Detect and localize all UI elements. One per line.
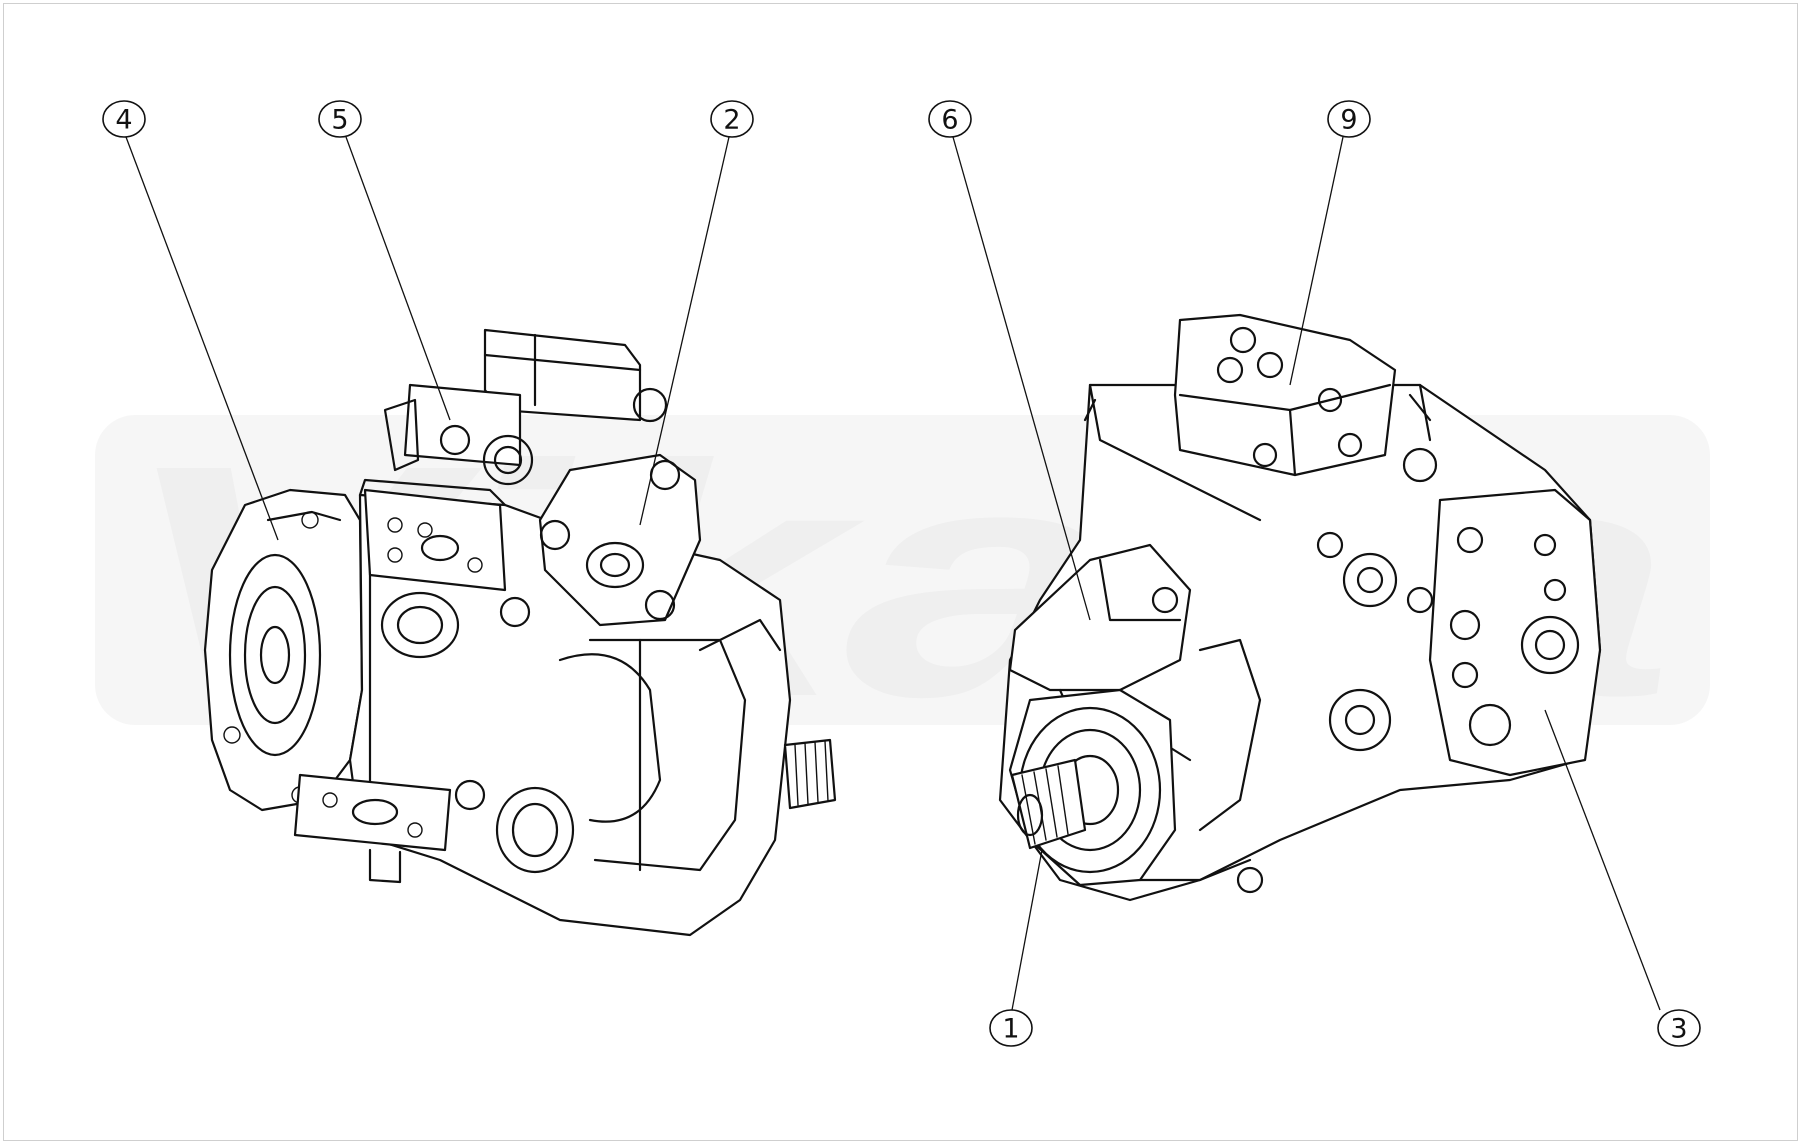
side-cover-plate <box>1428 488 1602 777</box>
leader-lines <box>125 136 1661 1011</box>
control-valve-block <box>483 328 642 422</box>
callout-4: 4 <box>102 100 146 138</box>
svg-text:9: 9 <box>1340 105 1357 136</box>
svg-text:2: 2 <box>723 105 740 136</box>
leader-4 <box>125 136 279 541</box>
drawing-frame <box>3 3 1798 1141</box>
gear-housing <box>1008 543 1192 692</box>
mounting-flange <box>203 488 364 812</box>
svg-text:4: 4 <box>115 105 132 136</box>
callout-3: 3 <box>1657 1009 1701 1047</box>
callout-6: 6 <box>928 100 972 138</box>
leader-5 <box>345 136 451 421</box>
leader-1 <box>1011 849 1043 1011</box>
callout-9: 9 <box>1327 100 1371 138</box>
callout-5: 5 <box>318 100 362 138</box>
leader-6 <box>952 136 1091 621</box>
top-manifold <box>1173 313 1397 477</box>
callout-2: 2 <box>710 100 754 138</box>
callout-1: 1 <box>989 1009 1033 1047</box>
leader-3 <box>1544 709 1661 1011</box>
svg-text:6: 6 <box>941 105 958 136</box>
leader-9 <box>1289 136 1344 386</box>
left-pump-assembly <box>203 328 837 937</box>
mount-bracket-top <box>363 488 507 592</box>
svg-text:3: 3 <box>1670 1014 1687 1045</box>
right-pump-assembly <box>998 313 1602 902</box>
svg-text:1: 1 <box>1002 1014 1019 1045</box>
svg-text:5: 5 <box>331 105 348 136</box>
leader-2 <box>639 136 730 526</box>
